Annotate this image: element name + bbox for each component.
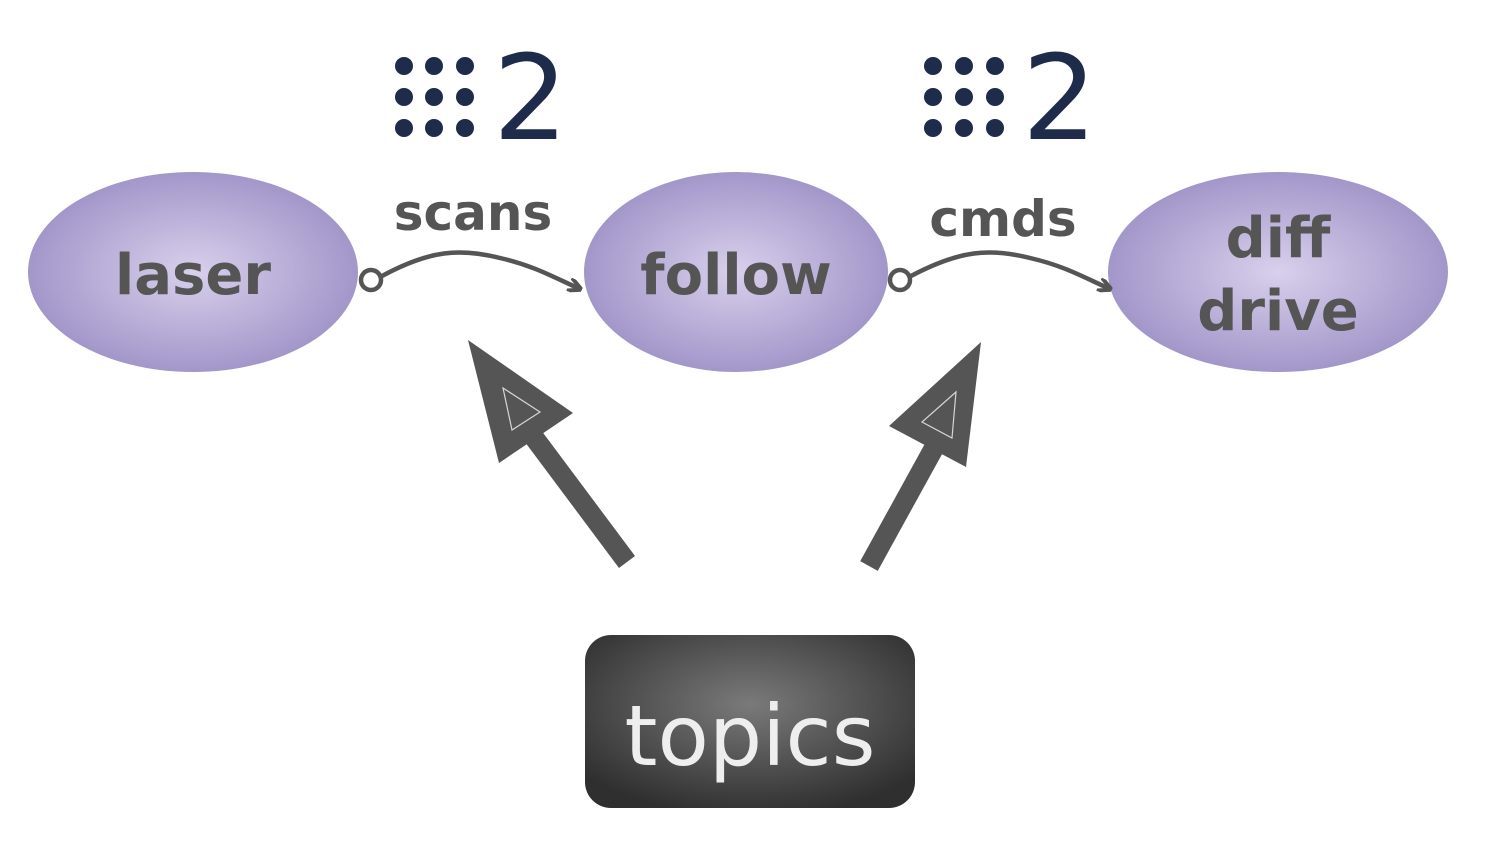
edge-cmds-origin-dot: [887, 267, 913, 293]
node-diff-drive-label-line1: diff: [1226, 206, 1331, 271]
edge-scans-origin-dot: [358, 267, 384, 293]
topics-box: topics: [585, 635, 915, 808]
topics-label: topics: [625, 687, 876, 785]
edge-scans-label: scans: [394, 184, 553, 242]
node-diff-drive: diff drive: [1108, 172, 1448, 372]
edge-scans: scans 2: [358, 29, 580, 293]
braille-dots-icon: [395, 57, 474, 137]
node-diff-drive-label-line2: drive: [1197, 279, 1358, 344]
edge-cmds-count: 2: [1022, 29, 1097, 167]
pointer-arrow-left-icon: [468, 340, 636, 568]
pointer-arrow-right-icon: [860, 342, 981, 571]
edge-scans-count: 2: [493, 29, 568, 167]
braille-dots-icon: [924, 57, 1004, 137]
node-laser-label: laser: [115, 243, 271, 308]
edge-cmds: cmds 2: [887, 29, 1110, 293]
node-follow-label: follow: [640, 243, 831, 308]
edge-scans-line: [380, 250, 580, 289]
edge-cmds-label: cmds: [929, 190, 1076, 248]
node-follow: follow: [584, 172, 888, 372]
edge-cmds-line: [909, 250, 1110, 289]
node-laser: laser: [28, 172, 358, 372]
